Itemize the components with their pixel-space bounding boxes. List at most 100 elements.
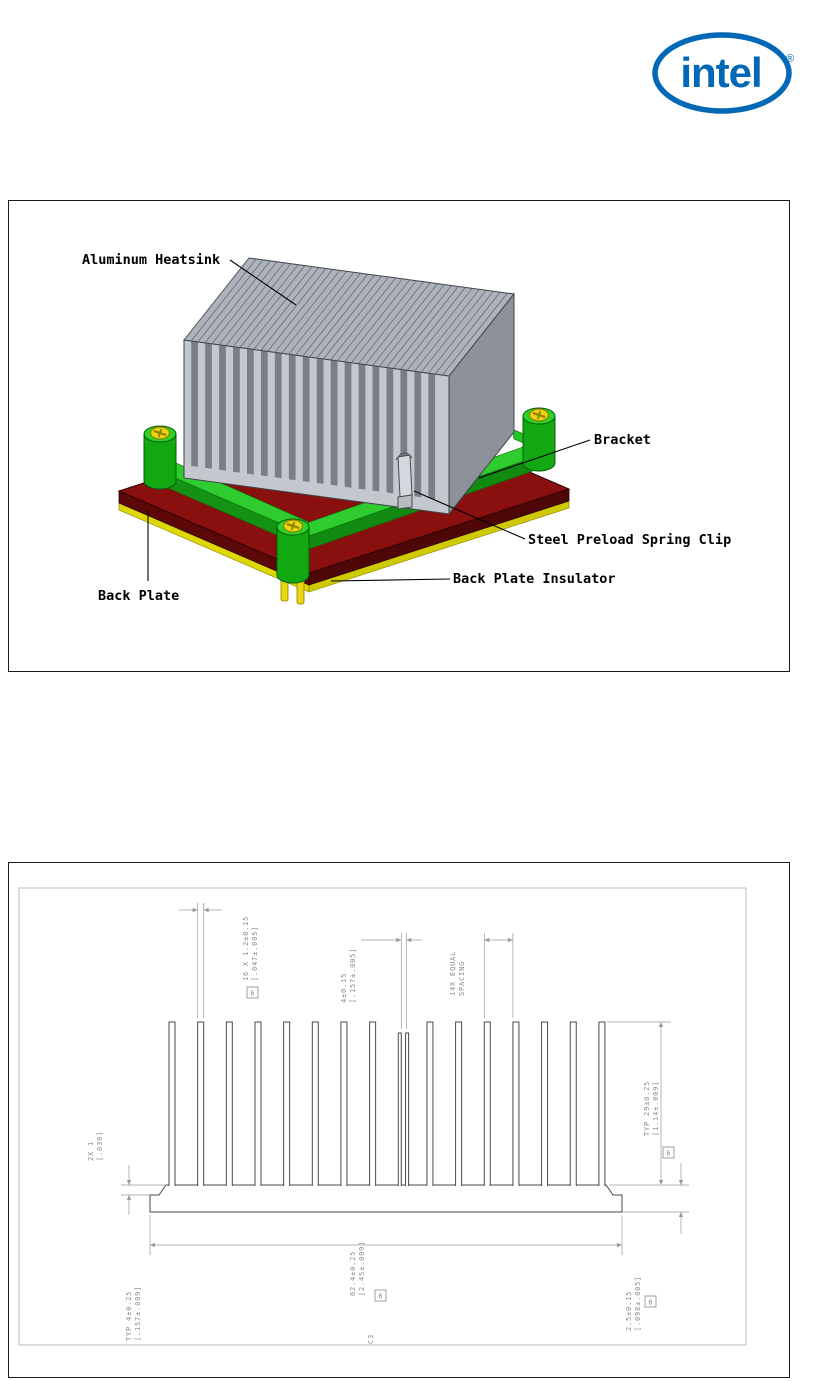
- fin-top-edge: [232, 264, 299, 347]
- label-insulator: Back Plate Insulator: [453, 571, 616, 587]
- datum-flag: [644, 1295, 657, 1308]
- fin-top-edge: [183, 257, 250, 341]
- spring-clip-shape: [395, 452, 413, 510]
- intel-logo-text: intel: [680, 49, 761, 96]
- fin: [168, 1021, 176, 1186]
- fin: [311, 1021, 319, 1186]
- intel-logo: intel ®: [648, 28, 800, 118]
- fin-top-edge: [337, 278, 403, 362]
- fin-top-edge: [197, 259, 264, 343]
- intel-logo-oval: [652, 32, 792, 114]
- fin: [283, 1021, 291, 1186]
- fin-gap: [219, 344, 226, 471]
- label-spring-clip: Steel Preload Spring Clip: [528, 532, 731, 548]
- fin-top-edge: [246, 266, 313, 349]
- standoff: [276, 518, 310, 584]
- fin-top-edge: [239, 265, 306, 348]
- fin-slotted: [405, 1032, 410, 1186]
- standoff-body: [276, 527, 310, 584]
- fin-top-edge: [358, 281, 424, 364]
- fin-gap: [247, 348, 254, 475]
- fin-top-edge: [267, 269, 333, 352]
- figure-heatsink-assembly: Aluminum Heatsink Bracket Steel Preload …: [8, 200, 790, 672]
- fin: [254, 1021, 262, 1186]
- fin-top-edge: [316, 275, 383, 359]
- dim-text: [2.45±.009]: [358, 1241, 366, 1296]
- standoff-body: [522, 416, 556, 472]
- bracket-standoffs: [143, 407, 556, 584]
- fin-top-edge: [288, 271, 355, 355]
- dim-pitch: TYP 4±0.25 [.157±.009]: [125, 1286, 142, 1341]
- screw-cross-icon: [532, 410, 546, 420]
- aluminum-heatsink-shape: [183, 257, 515, 516]
- fin: [483, 1021, 491, 1186]
- fin-top-edge: [351, 280, 417, 363]
- fin-top-edge: [428, 290, 494, 374]
- fin: [225, 1021, 233, 1186]
- fin: [455, 1021, 463, 1186]
- dim-base-width: 62.4±0.25 [2.45±.009] 6: [149, 1215, 623, 1302]
- datum-flag-text: 6: [378, 1293, 382, 1301]
- fin-top-edge: [225, 263, 292, 346]
- fin: [426, 1021, 434, 1186]
- dim-text: [.157±.009]: [134, 1286, 142, 1341]
- fin-gap: [358, 363, 366, 490]
- fin-top-edge: [309, 274, 375, 358]
- fin-gap: [302, 356, 310, 482]
- fin: [197, 1021, 205, 1186]
- dim-chamfer: 2X 1 [.039]: [87, 1131, 166, 1215]
- datum-flag: [662, 1146, 675, 1159]
- fin-top-edge: [414, 289, 480, 372]
- dim-base-thickness: 2.5±0.15 [.098±.005] 6: [622, 1163, 689, 1331]
- fin-gap: [344, 361, 352, 488]
- fin: [569, 1021, 577, 1186]
- fin-top-edge: [379, 284, 445, 367]
- fin-top-edge: [392, 286, 459, 369]
- label-bracket: Bracket: [594, 432, 651, 448]
- dim-text: 14X EQUAL: [449, 951, 457, 996]
- dim-text: 2X 1: [87, 1141, 95, 1161]
- drawing-frame: [18, 887, 747, 1346]
- screw-cross-icon: [286, 521, 300, 531]
- fin-gap: [330, 359, 338, 486]
- registered-mark-icon: ®: [786, 53, 794, 65]
- fin-gap: [428, 373, 436, 500]
- dim-text: 2.5±0.15: [625, 1291, 633, 1331]
- fin-gap: [386, 367, 394, 494]
- datum-flag: [374, 1289, 387, 1302]
- dim-slot-width: 4±0.15 [.157±.005]: [340, 933, 422, 1029]
- fin-top-edge: [211, 261, 278, 345]
- dim-fin-height: TYP 29±0.25 [1.14±.009] 6: [607, 1021, 689, 1186]
- fin-gap: [274, 352, 282, 479]
- fin-top-edge: [218, 262, 285, 346]
- dim-text: C3: [367, 1334, 375, 1344]
- fin-top-edge: [344, 279, 410, 363]
- fin-top-edge: [330, 277, 396, 361]
- fin-top-edge: [420, 289, 487, 373]
- fin-top-edge: [295, 272, 361, 356]
- fin-top-edge: [365, 282, 431, 365]
- fin-gap: [233, 346, 240, 473]
- datum-flag: [246, 986, 259, 999]
- dim-text: 16 X 1.2±0.15: [242, 916, 250, 981]
- fin-top-edge: [372, 283, 438, 366]
- fin-top-edge: [386, 285, 452, 368]
- fin-slotted: [397, 1032, 402, 1186]
- fin-top-edge: [406, 288, 473, 371]
- label-back-plate: Back Plate: [98, 588, 179, 604]
- fin-top-edge: [323, 276, 389, 360]
- fin-top-edge: [253, 267, 320, 350]
- label-aluminum-heatsink: Aluminum Heatsink: [82, 252, 220, 268]
- fin-top-edge: [281, 271, 347, 354]
- fin: [369, 1021, 377, 1186]
- standoff: [522, 407, 556, 472]
- dim-text: [.157±.005]: [349, 948, 357, 1003]
- fin-top-edge: [434, 291, 501, 375]
- fin-gap: [414, 371, 422, 498]
- standoff: [143, 425, 177, 490]
- dim-text: 62.4±0.25: [349, 1251, 357, 1296]
- dim-corner-note: C3: [367, 1334, 375, 1344]
- fin-top-edge: [190, 258, 257, 342]
- fin-top-edge: [260, 268, 327, 351]
- datum-flag-text: 6: [666, 1150, 670, 1158]
